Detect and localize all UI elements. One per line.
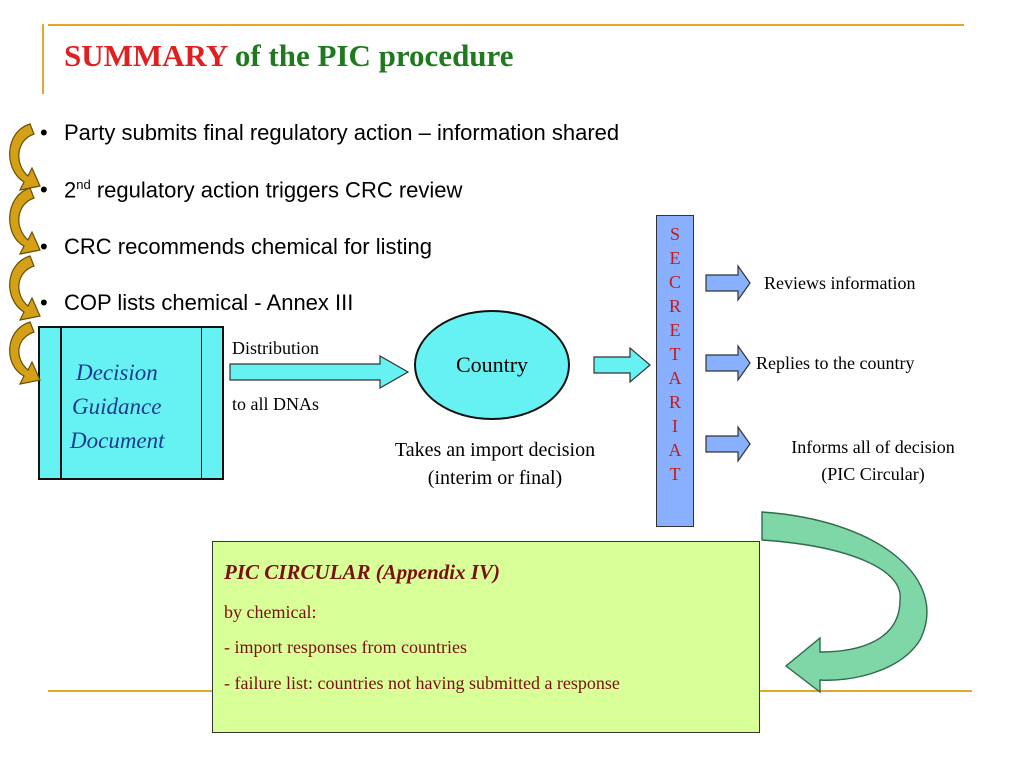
secretariat-letter: C — [668, 272, 681, 292]
reviews-arrow — [705, 264, 751, 302]
secretariat-letter: R — [668, 296, 681, 316]
country-label: Country — [455, 352, 529, 377]
bullet-sup-2: nd — [76, 177, 91, 192]
curved-arrow-3 — [9, 255, 41, 321]
bullet-item-1: •Party submits final regulatory action –… — [40, 120, 620, 145]
secretariat-letter: T — [669, 464, 681, 484]
bullet-prefix-2: 2 — [64, 177, 77, 203]
reviews-information-label: Reviews information — [764, 273, 916, 293]
secretariat-letter: I — [672, 416, 678, 436]
bullet-item-2: •2nd regulatory action triggers CRC revi… — [40, 177, 463, 203]
decision-guidance-document-shape — [38, 326, 224, 480]
pic-circular-heading: PIC CIRCULAR (Appendix IV) — [224, 560, 500, 584]
pic-circular-line-2: - import responses from countries — [224, 637, 467, 657]
slide-title: SUMMARY of the PIC procedure — [64, 38, 514, 74]
bullet-item-3: •CRC recommends chemical for listing — [40, 234, 432, 259]
bullet-text-1: Party submits final regulatory action – … — [64, 120, 620, 145]
replies-arrow — [705, 344, 751, 382]
bullet-item-4: •COP lists chemical - Annex III — [40, 290, 354, 315]
bullet-text-2: regulatory action triggers CRC review — [90, 177, 463, 203]
secretariat-letter: T — [669, 344, 681, 364]
curved-arrow-4 — [9, 321, 41, 385]
curved-arrow-2 — [9, 187, 41, 255]
secretariat-letter: A — [668, 368, 682, 388]
distribution-dnas-label: to all DNAs — [232, 394, 319, 414]
country-node: Country — [414, 310, 570, 420]
bullet-text-3: CRC recommends chemical for listing — [64, 234, 432, 259]
country-to-secretariat-arrow — [593, 346, 651, 384]
distribution-label: Distribution — [232, 338, 320, 358]
title-rest: of the PIC procedure — [227, 38, 514, 73]
pic-circular-line-3: - failure list: countries not having sub… — [224, 673, 620, 693]
secretariat-letter: S — [669, 224, 680, 244]
top-rule — [48, 24, 964, 26]
informs-decision-label: Informs all of decision (PIC Circular) — [791, 437, 955, 484]
import-decision-text: Takes an import decision (interim or fin… — [394, 439, 596, 489]
circular-curved-arrow — [761, 511, 928, 694]
replies-country-label: Replies to the country — [756, 353, 915, 373]
secretariat-letter: E — [669, 320, 681, 340]
curved-arrows-left — [9, 123, 41, 385]
bullet-text-4: COP lists chemical - Annex III — [64, 290, 354, 315]
secretariat-letter: A — [668, 440, 682, 460]
secretariat-letter: R — [668, 392, 681, 412]
informs-arrow — [705, 425, 751, 463]
distribution-arrow — [229, 354, 410, 390]
left-rule — [42, 24, 44, 94]
secretariat-letter: E — [669, 248, 681, 268]
title-accent: SUMMARY — [64, 38, 228, 73]
curved-arrow-1 — [9, 123, 41, 191]
pic-circular-line-1: by chemical: — [224, 602, 317, 622]
decision-guidance-document-label: Decision Guidance Document — [70, 360, 165, 453]
pic-circular-box — [212, 541, 760, 733]
